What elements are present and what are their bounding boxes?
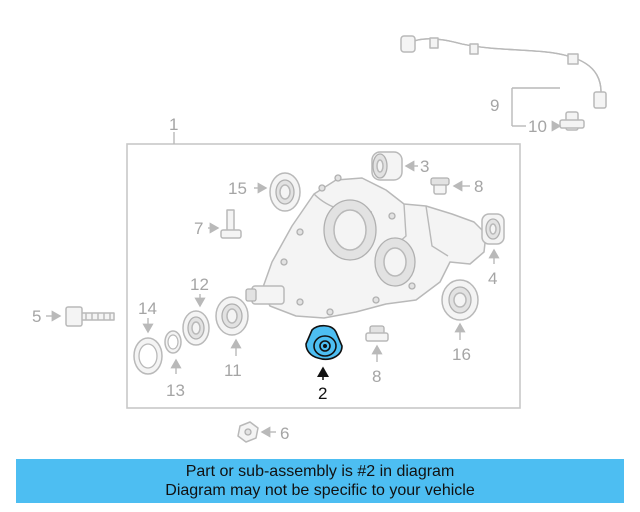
o-ring-13 (164, 330, 182, 354)
info-banner: Part or sub-assembly is #2 in diagram Di… (16, 459, 624, 503)
vent-hose (400, 35, 607, 109)
seal-15 (269, 172, 301, 212)
plug-8-top (430, 177, 450, 195)
callout-9: 9 (490, 96, 499, 115)
banner-line-1: Part or sub-assembly is #2 in diagram (185, 463, 455, 480)
callout-16: 16 (452, 345, 471, 364)
plug-8-bottom (365, 325, 389, 342)
callout-10: 10 (528, 117, 547, 136)
differential-housing (245, 174, 487, 319)
callout-3: 3 (420, 157, 429, 176)
bushing-4 (481, 213, 505, 245)
callout-5: 5 (32, 307, 41, 326)
callout-4: 4 (488, 269, 497, 288)
seal-16 (441, 279, 479, 321)
banner-line-2: Diagram may not be specific to your vehi… (165, 482, 475, 499)
callout-6: 6 (280, 424, 289, 443)
bushing-2-highlighted[interactable] (305, 324, 343, 361)
callout-13: 13 (166, 381, 185, 400)
callout-15: 15 (228, 179, 247, 198)
bearing-12 (182, 310, 210, 346)
nut-6 (237, 421, 259, 443)
callout-8-bottom: 8 (372, 367, 381, 386)
bolt-5 (65, 306, 115, 327)
stud-7 (220, 209, 242, 239)
callout-2: 2 (318, 384, 327, 403)
callout-11: 11 (224, 361, 242, 380)
callout-7: 7 (194, 219, 203, 238)
snap-ring-14 (133, 337, 163, 375)
callout-8-top: 8 (474, 177, 483, 196)
bushing-3 (371, 151, 403, 181)
callout-14: 14 (138, 299, 157, 318)
callout-1: 1 (169, 115, 178, 134)
callout-12: 12 (190, 275, 209, 294)
bearing-11 (215, 296, 249, 336)
breather-fitting (559, 111, 585, 131)
assembly-frame (126, 143, 521, 409)
